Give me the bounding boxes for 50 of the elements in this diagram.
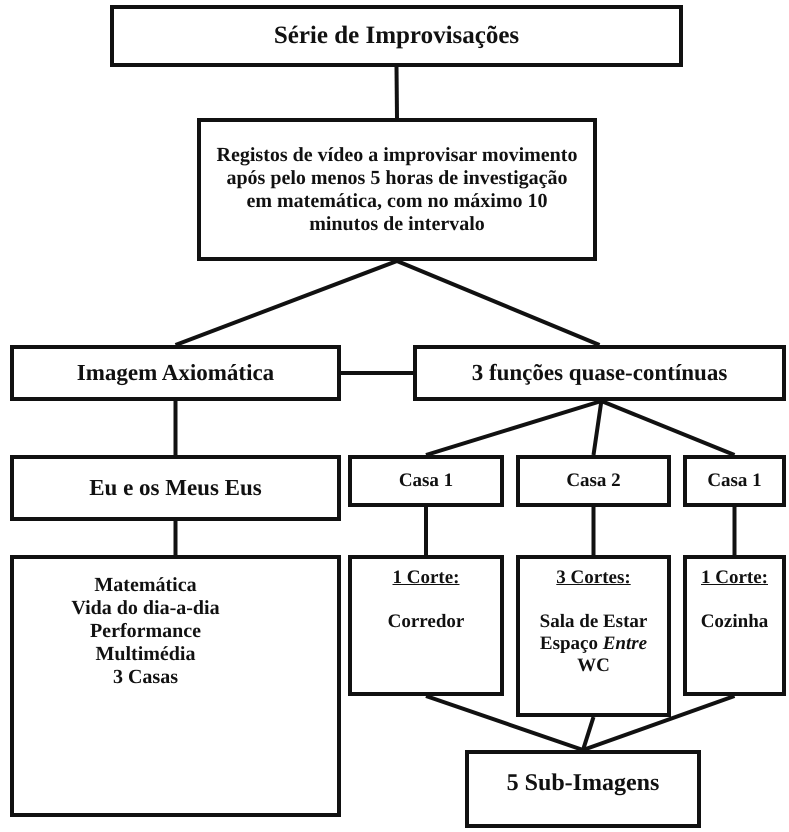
box-text: 5 Sub-Imagens [506,770,660,798]
box-text: Casa 2 [566,470,621,492]
box-text: Multimédia [96,642,196,666]
box-heading: 1 Corte: [392,567,460,589]
box-text: Série de Improvisações [274,22,520,50]
process-box [465,750,701,828]
connector-line [425,694,584,752]
box-text: Performance [90,620,202,642]
box-text: Corredor [388,610,464,633]
process-box [10,555,341,817]
process-box [110,5,683,67]
process-box [348,455,504,507]
box-text: Sala de Estar [540,610,648,633]
box-text: Espaço Entre [540,632,648,655]
box-text: Imagem Axiomática [76,360,274,386]
box-text: WC [577,654,610,676]
box-text: 3 Casas [112,666,178,688]
box-heading: 3 Cortes: [556,567,631,589]
process-box [516,555,671,717]
connector-line [174,259,398,347]
process-box [197,118,597,261]
connector-line [396,259,600,347]
process-box [683,555,786,696]
process-box [348,555,504,696]
process-box [683,455,786,507]
box-text: Matemática [94,574,197,596]
process-box [516,455,671,507]
connector-line [341,371,413,375]
connector-line [424,507,428,555]
connector-line [394,66,399,118]
connector-line [174,401,178,455]
connector-line [174,521,178,555]
connector-line [581,716,596,751]
box-text: Registos de vídeo a improvisar movimento após pelo menos 5 horas de investigação em matemática, com no máximo 10 minutos de intervalo [216,144,578,236]
connector-line [425,399,602,457]
connector-line [582,694,736,752]
box-text: Cozinha [700,610,768,633]
box-text: 3 funções quase-contínuas [472,360,728,386]
connector-line [592,400,604,456]
box-text: Casa 1 [707,470,762,492]
connector-line [600,399,736,457]
box-text: Vida do dia-a-dia [71,596,220,620]
process-box [413,345,786,401]
process-box [10,345,341,401]
connector-line [732,507,736,555]
connector-line [592,507,596,555]
box-text: Casa 1 [398,470,454,492]
process-box [10,455,341,521]
box-text: Eu e os Meus Eus [89,474,262,502]
box-heading: 1 Corte: [701,567,768,589]
